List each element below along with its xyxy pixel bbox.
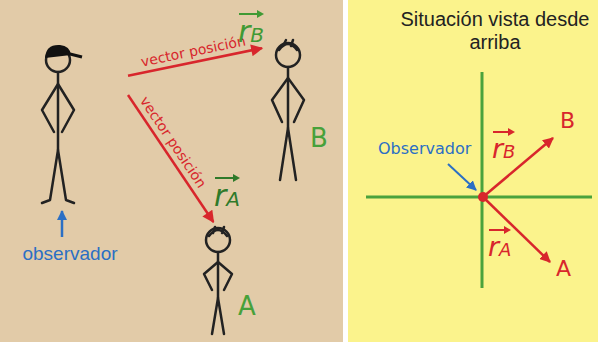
body bbox=[287, 67, 290, 128]
cap bbox=[45, 45, 71, 58]
legs bbox=[280, 128, 296, 180]
observer-pointer bbox=[448, 164, 476, 190]
position-vector-arrow bbox=[128, 95, 213, 222]
vector-symbol: rA bbox=[214, 174, 240, 211]
right-panel bbox=[348, 0, 598, 342]
person-label: observador bbox=[22, 243, 117, 265]
point-label: B bbox=[560, 108, 575, 133]
body bbox=[217, 252, 220, 298]
person-b-figure bbox=[272, 40, 304, 180]
hair bbox=[279, 40, 297, 50]
vector-symbol: rB bbox=[492, 128, 515, 162]
point-label: A bbox=[556, 256, 571, 281]
left-panel bbox=[0, 0, 343, 342]
edge-label: vector posición bbox=[137, 93, 210, 190]
edge-label: vector posición bbox=[139, 33, 247, 70]
person-a-figure bbox=[204, 227, 232, 334]
legs bbox=[42, 150, 74, 203]
hair bbox=[209, 227, 227, 236]
person-label: B bbox=[310, 124, 328, 154]
observer-label: Observador bbox=[378, 140, 471, 158]
observer-pointer bbox=[61, 211, 64, 237]
top-view-vector-a bbox=[483, 197, 550, 262]
cap-brim bbox=[66, 53, 82, 57]
vector-symbol: rB bbox=[238, 10, 264, 47]
person-label: A bbox=[238, 292, 256, 322]
legs bbox=[212, 298, 224, 334]
observer-figure bbox=[42, 48, 74, 203]
arms bbox=[272, 78, 304, 122]
person-node: observador bbox=[12, 35, 128, 275]
vector-symbol: rA bbox=[488, 226, 511, 260]
y-axis bbox=[481, 72, 484, 288]
head bbox=[276, 43, 300, 67]
arms bbox=[42, 84, 74, 132]
person-node: B bbox=[262, 30, 342, 195]
arms bbox=[204, 262, 232, 290]
person-node: A bbox=[190, 222, 268, 338]
head bbox=[206, 228, 230, 252]
panel-title: Situación vista desde arriba bbox=[400, 8, 590, 54]
observer-point bbox=[478, 192, 488, 202]
